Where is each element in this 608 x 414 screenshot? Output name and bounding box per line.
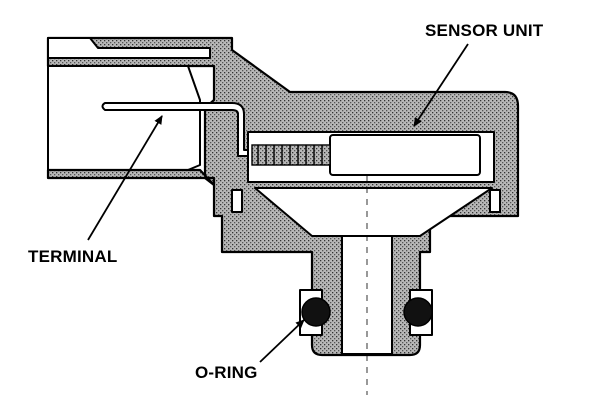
- sensor-unit-element: [329, 134, 481, 176]
- housing-right-notch: [489, 189, 501, 213]
- sensor-unit-label: SENSOR UNIT: [425, 21, 544, 40]
- terminal-leader: [87, 115, 163, 241]
- connector-bottom-flange: [46, 168, 216, 187]
- terminal-label: TERMINAL: [28, 247, 117, 266]
- o-ring-label: O-RING: [195, 363, 258, 382]
- o-ring-left: [301, 297, 331, 327]
- sensor-lead-wires: [251, 144, 331, 166]
- connector-socket: [47, 65, 201, 171]
- housing-left-notch: [231, 189, 243, 213]
- terminal-pin: [101, 102, 253, 157]
- sensor-unit-leader: [413, 43, 469, 127]
- pressure-diaphragm: [254, 187, 493, 237]
- o-ring-leader: [259, 319, 305, 363]
- o-ring-right: [403, 297, 433, 327]
- connector-top-flange: [47, 37, 211, 59]
